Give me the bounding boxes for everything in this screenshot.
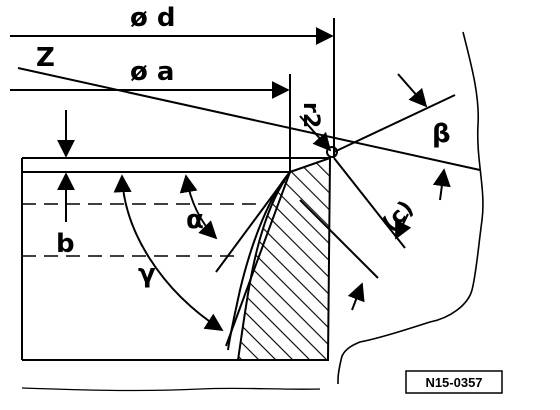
gamma-arc bbox=[113, 174, 224, 331]
r2-leader bbox=[299, 115, 332, 152]
label-alpha: α bbox=[186, 205, 204, 235]
edge-radius-point bbox=[326, 146, 338, 158]
break-line-bottom bbox=[21, 387, 321, 392]
beta-arrow-top bbox=[397, 73, 428, 108]
reference-box: N15-0357 bbox=[405, 370, 503, 394]
c-arrow-lower bbox=[347, 282, 365, 311]
z-line bbox=[17, 67, 481, 171]
beta-arrow-bottom bbox=[432, 168, 451, 201]
label-od: ø d bbox=[130, 3, 176, 33]
gamma-ray bbox=[225, 171, 291, 347]
c-arrow-upper bbox=[395, 213, 412, 240]
beta-ray bbox=[333, 94, 456, 153]
label-z: Z bbox=[36, 43, 55, 73]
label-beta: β bbox=[432, 119, 451, 149]
label-c: (c) bbox=[378, 196, 419, 237]
label-gamma: γ bbox=[138, 259, 156, 289]
c-extension-upper bbox=[333, 157, 406, 249]
label-oa: ø a bbox=[130, 57, 174, 87]
break-line-right bbox=[337, 31, 484, 384]
alpha-ray bbox=[215, 171, 291, 273]
reference-number: N15-0357 bbox=[425, 375, 482, 390]
label-b: b bbox=[56, 229, 75, 259]
label-r2: r2 bbox=[298, 102, 323, 128]
c-extension-lower bbox=[299, 199, 379, 279]
hatched-section bbox=[236, 156, 332, 361]
